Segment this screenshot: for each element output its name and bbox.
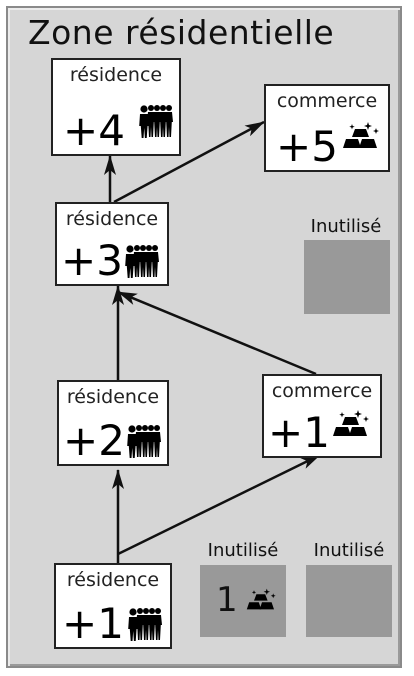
card-label: résidence — [66, 386, 160, 408]
unused-label: Inutilisé — [313, 540, 385, 561]
people-icon — [125, 424, 165, 458]
unused-slot-top[interactable] — [304, 240, 390, 314]
unused-slot-bottom-left[interactable]: 1 — [200, 565, 286, 637]
commerce-card-5[interactable]: commerce +5 — [264, 84, 390, 172]
card-value: +1 — [62, 599, 124, 648]
card-label: résidence — [69, 64, 163, 86]
gold-bars-icon — [246, 587, 278, 611]
gold-bars-icon — [342, 120, 382, 150]
commerce-card-1[interactable]: commerce +1 — [262, 374, 382, 458]
card-value: +5 — [276, 122, 338, 171]
card-value: +4 — [63, 106, 125, 155]
residence-card-1[interactable]: résidence +1 — [54, 563, 172, 649]
unused-label: Inutilisé — [207, 540, 279, 561]
unused-slot-bottom-right[interactable] — [306, 565, 392, 637]
card-label: commerce — [271, 380, 373, 402]
arrow-res3-to-com5 — [113, 120, 265, 204]
zone-title: Zone résidentielle — [28, 13, 335, 52]
arrow-res1-to-com1 — [117, 453, 321, 556]
residence-card-2[interactable]: résidence +2 — [57, 380, 169, 466]
residence-card-3[interactable]: résidence +3 — [55, 202, 169, 286]
card-label: résidence — [66, 569, 160, 591]
unused-value: 1 — [216, 580, 238, 620]
card-label: résidence — [65, 208, 159, 230]
unused-label: Inutilisé — [310, 216, 382, 237]
card-value: +1 — [268, 408, 330, 457]
residence-card-4[interactable]: résidence +4 — [51, 58, 181, 156]
gold-bars-icon — [332, 408, 372, 438]
card-value: +2 — [63, 416, 125, 465]
card-value: +3 — [61, 236, 123, 285]
people-icon — [137, 104, 177, 138]
people-icon — [123, 244, 163, 278]
card-label: commerce — [276, 90, 378, 112]
arrow-com1-to-res3 — [117, 290, 317, 376]
people-icon — [126, 607, 166, 641]
